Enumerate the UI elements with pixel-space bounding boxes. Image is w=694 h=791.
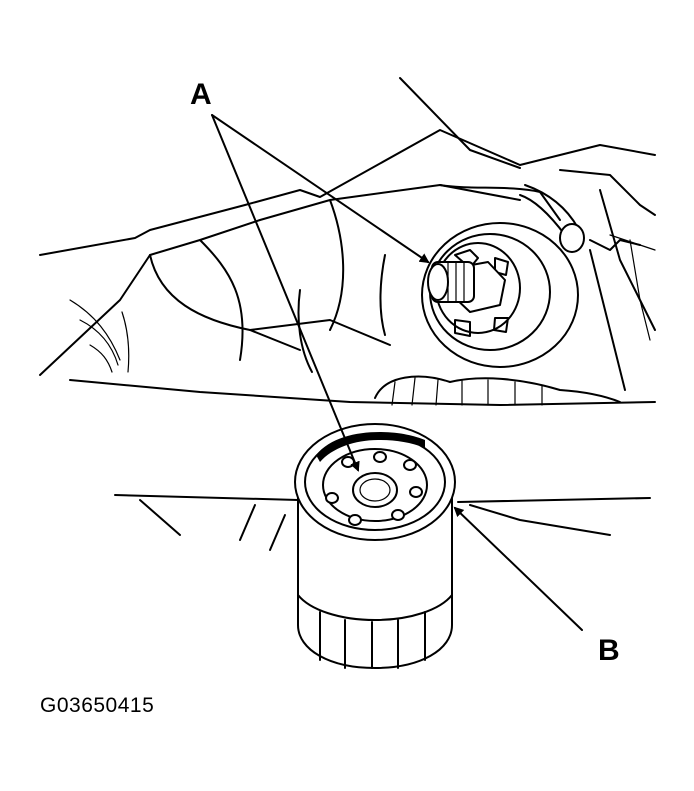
axle-boot bbox=[374, 375, 621, 406]
engine-underbody bbox=[39, 77, 656, 406]
callout-leaders bbox=[211, 114, 583, 631]
breather-pipe bbox=[519, 184, 641, 253]
callout-label-b: B bbox=[598, 634, 620, 667]
floor-lines bbox=[114, 494, 651, 551]
leader-a-boss bbox=[211, 114, 430, 264]
oil-filter-canister bbox=[294, 423, 456, 669]
leader-a-filter bbox=[211, 114, 360, 472]
figure-code: G03650415 bbox=[40, 694, 155, 717]
callout-label-a: A bbox=[190, 78, 212, 111]
filter-mounting-boss bbox=[421, 222, 579, 368]
leader-b-gasket bbox=[453, 506, 583, 631]
